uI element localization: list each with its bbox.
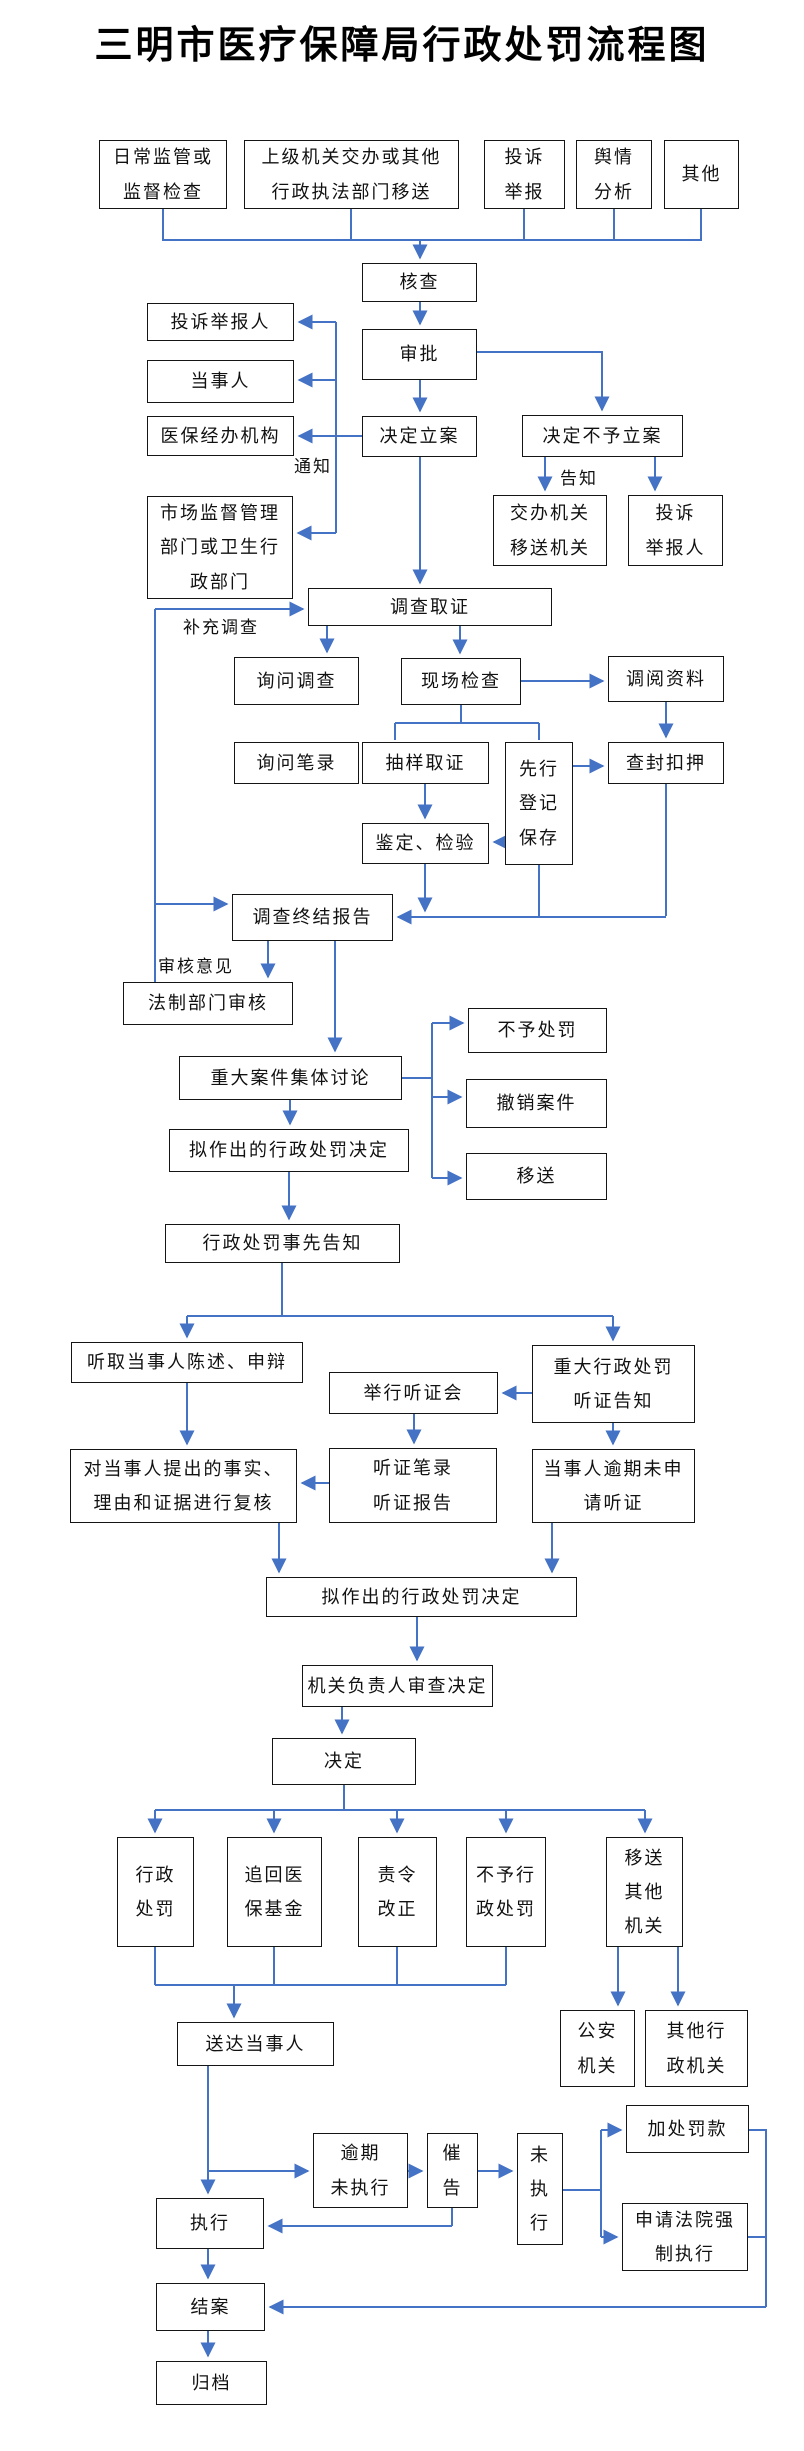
node-recover-fund: 追回医 保基金 <box>227 1837 322 1947</box>
node-transfer-other-organ: 移送 其他 机关 <box>606 1837 683 1947</box>
node-legal-dept-review: 法制部门审核 <box>123 982 293 1025</box>
node-sampling-evidence: 抽样取证 <box>362 742 489 784</box>
label-notify: 通知 <box>294 457 332 476</box>
node-hearing-record-report: 听证笔录 听证报告 <box>329 1448 497 1523</box>
node-complainant-right: 投诉 举报人 <box>628 495 723 566</box>
node-consult-materials: 调阅资料 <box>608 656 724 702</box>
node-serve-party: 送达当事人 <box>177 2022 334 2066</box>
node-other-admin-organ: 其他行 政机关 <box>645 2010 748 2087</box>
node-enforcement: 执行 <box>156 2198 264 2249</box>
connector <box>402 1023 433 1178</box>
node-party-overdue-no-hearing: 当事人逾期未申 请听证 <box>532 1449 695 1523</box>
node-hear-statement-defense: 听取当事人陈述、申辩 <box>71 1342 303 1383</box>
connector <box>748 2129 767 2307</box>
node-seal-seizure: 查封扣押 <box>608 742 724 784</box>
node-market-health-departments: 市场监督管理 部门或卫生行 政部门 <box>147 496 293 599</box>
node-daily-supervision: 日常监管或 监督检查 <box>99 140 227 209</box>
node-decide-file-case: 决定立案 <box>362 416 477 457</box>
node-inquiry-record: 询问笔录 <box>234 742 359 784</box>
node-transfer: 移送 <box>466 1153 607 1200</box>
node-party: 当事人 <box>147 360 294 403</box>
node-order-correction: 责令 改正 <box>358 1837 437 1947</box>
connector <box>477 351 610 412</box>
node-no-penalty: 不予处罚 <box>468 1008 607 1053</box>
node-court-enforcement: 申请法院强 制执行 <box>622 2203 748 2271</box>
connector <box>154 1947 507 1986</box>
connector <box>563 2130 602 2237</box>
page-title: 三明市医疗保障局行政处罚流程图 <box>94 25 710 67</box>
node-prior-notice: 行政处罚事先告知 <box>165 1224 400 1263</box>
node-medical-insurance-agency: 医保经办机构 <box>147 416 294 456</box>
node-decide-not-file-case: 决定不予立案 <box>522 415 683 457</box>
node-appraisal-inspection: 鉴定、检验 <box>362 823 489 864</box>
node-major-case-discussion: 重大案件集体讨论 <box>179 1056 402 1100</box>
node-review-facts-reasons-evidence: 对当事人提出的事实、 理由和证据进行复核 <box>70 1449 297 1523</box>
node-other-source: 其他 <box>664 140 739 209</box>
node-advance-registration-preservation: 先行 登记 保存 <box>505 742 573 865</box>
node-public-security: 公安 机关 <box>560 2010 635 2087</box>
node-onsite-inspection: 现场检查 <box>401 658 521 705</box>
label-review-opinion: 审核意见 <box>158 957 234 976</box>
node-additional-fine: 加处罚款 <box>626 2105 749 2153</box>
node-urge-notice: 催 告 <box>427 2133 478 2208</box>
node-nonperformance: 未 执 行 <box>517 2133 563 2245</box>
node-inquiry-investigation: 询问调查 <box>234 657 359 705</box>
node-no-admin-penalty: 不予行 政处罚 <box>466 1837 546 1947</box>
connector <box>538 784 667 916</box>
node-investigation-evidence: 调查取证 <box>308 588 552 626</box>
node-investigation-final-report: 调查终结报告 <box>232 894 393 941</box>
node-case-closed: 结案 <box>156 2283 265 2331</box>
node-proposed-penalty-decision-1: 拟作出的行政处罚决定 <box>169 1129 409 1172</box>
node-case-withdrawal: 撤销案件 <box>466 1079 607 1128</box>
connector <box>394 705 540 740</box>
node-public-opinion: 舆情 分析 <box>576 140 652 209</box>
label-supplementary-investigation: 补充调查 <box>183 618 259 637</box>
node-complainant-left: 投诉举报人 <box>147 303 294 341</box>
label-inform: 告知 <box>560 469 598 488</box>
node-hold-hearing: 举行听证会 <box>329 1372 498 1414</box>
node-decision: 决定 <box>272 1738 416 1785</box>
connector <box>155 1785 645 1811</box>
node-assigning-transferring-organ: 交办机关 移送机关 <box>493 495 607 566</box>
node-proposed-penalty-decision-2: 拟作出的行政处罚决定 <box>266 1577 577 1617</box>
node-complaint-report: 投诉 举报 <box>484 140 565 209</box>
node-superior-referral: 上级机关交办或其他 行政执法部门移送 <box>244 140 459 209</box>
connector <box>187 1263 613 1317</box>
node-approval: 审批 <box>362 329 477 380</box>
connector-group <box>147 209 767 2358</box>
node-admin-penalty: 行政 处罚 <box>117 1837 194 1947</box>
node-head-review-decision: 机关负责人审查决定 <box>302 1665 493 1707</box>
node-verification: 核查 <box>362 263 477 302</box>
node-archive: 归档 <box>156 2361 267 2405</box>
connector <box>162 209 702 241</box>
node-overdue-nonperformance: 逾期 未执行 <box>313 2133 408 2208</box>
node-major-penalty-hearing-notice: 重大行政处罚 听证告知 <box>532 1345 695 1423</box>
